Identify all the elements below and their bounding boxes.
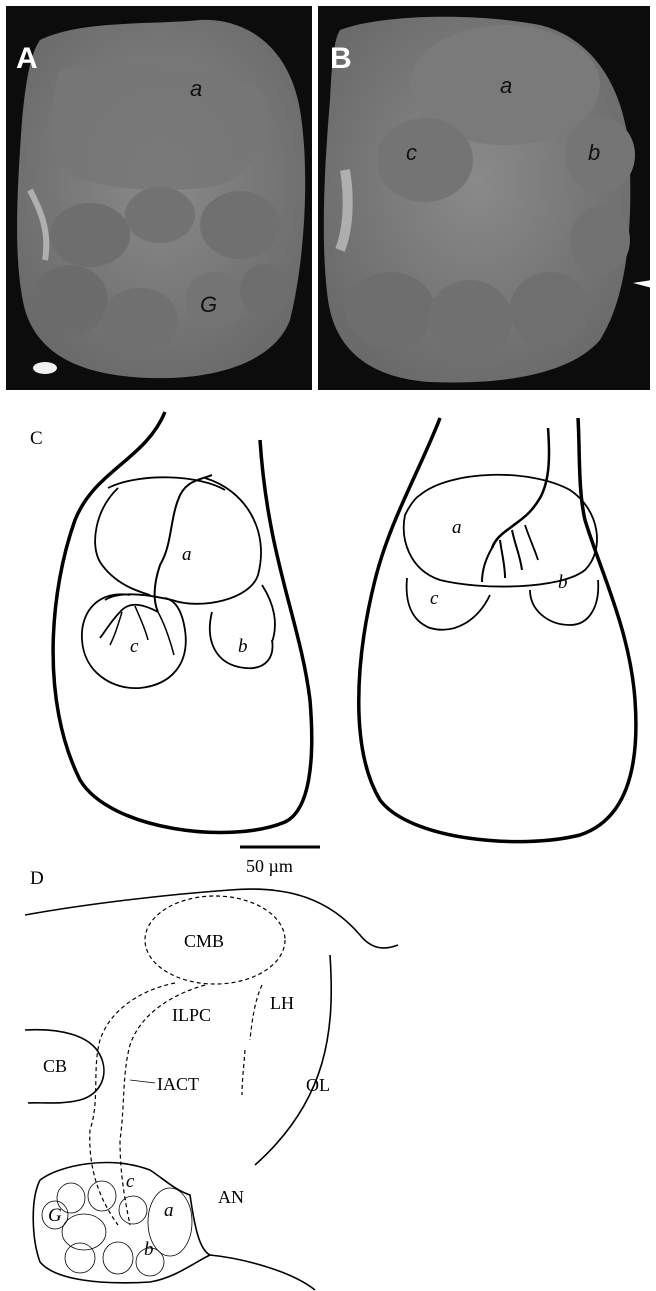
- left-glom-label-c: c: [130, 636, 139, 657]
- left-glom-label-b: b: [238, 636, 248, 657]
- label-cb: CB: [43, 1056, 67, 1076]
- photo-b-label-c: c: [406, 140, 417, 165]
- label-glom-c: c: [126, 1171, 135, 1192]
- neuron-drawing-right: a b c: [359, 418, 636, 842]
- glomerulus-center: [62, 1214, 106, 1250]
- brain-diagram: CMB ILPC LH CB IACT OL AN G a b c: [25, 889, 398, 1290]
- scale-bar-label: 50 µm: [246, 856, 293, 876]
- photo-panel-b: B a c b: [318, 6, 652, 390]
- label-ol: OL: [306, 1075, 330, 1095]
- right-glom-label-a: a: [452, 517, 462, 538]
- photo-b-label-a: a: [500, 73, 512, 98]
- left-glom-label-a: a: [182, 544, 192, 565]
- label-iact: IACT: [157, 1074, 199, 1094]
- glomerulus-2: [88, 1181, 116, 1211]
- photo-a-label-g: G: [200, 292, 217, 317]
- neuron-drawing-left: a b c: [53, 412, 312, 833]
- label-glom-g: G: [48, 1205, 62, 1226]
- label-cmb: CMB: [184, 931, 224, 951]
- label-glom-b: b: [144, 1239, 154, 1260]
- panel-letter-b: B: [330, 42, 352, 75]
- glomerulus-a: [148, 1188, 192, 1256]
- glomerulus-3: [65, 1243, 95, 1273]
- scale-bar: 50 µm: [240, 847, 320, 876]
- panel-letter-a: A: [16, 42, 38, 75]
- photo-a-label-a: a: [190, 76, 202, 101]
- label-glom-a: a: [164, 1200, 174, 1221]
- glomerulus-c: [119, 1196, 147, 1224]
- photo-b-label-b: b: [588, 140, 600, 165]
- glomerulus-4: [103, 1242, 133, 1274]
- section-letter-d: D: [30, 868, 44, 889]
- label-an: AN: [218, 1187, 244, 1207]
- photo-panel-a: A a G: [6, 6, 312, 390]
- section-letter-c: C: [30, 428, 43, 449]
- label-lh: LH: [270, 993, 294, 1013]
- right-glom-label-b: b: [558, 572, 568, 593]
- label-ilpc: ILPC: [172, 1005, 211, 1025]
- right-glom-label-c: c: [430, 588, 439, 609]
